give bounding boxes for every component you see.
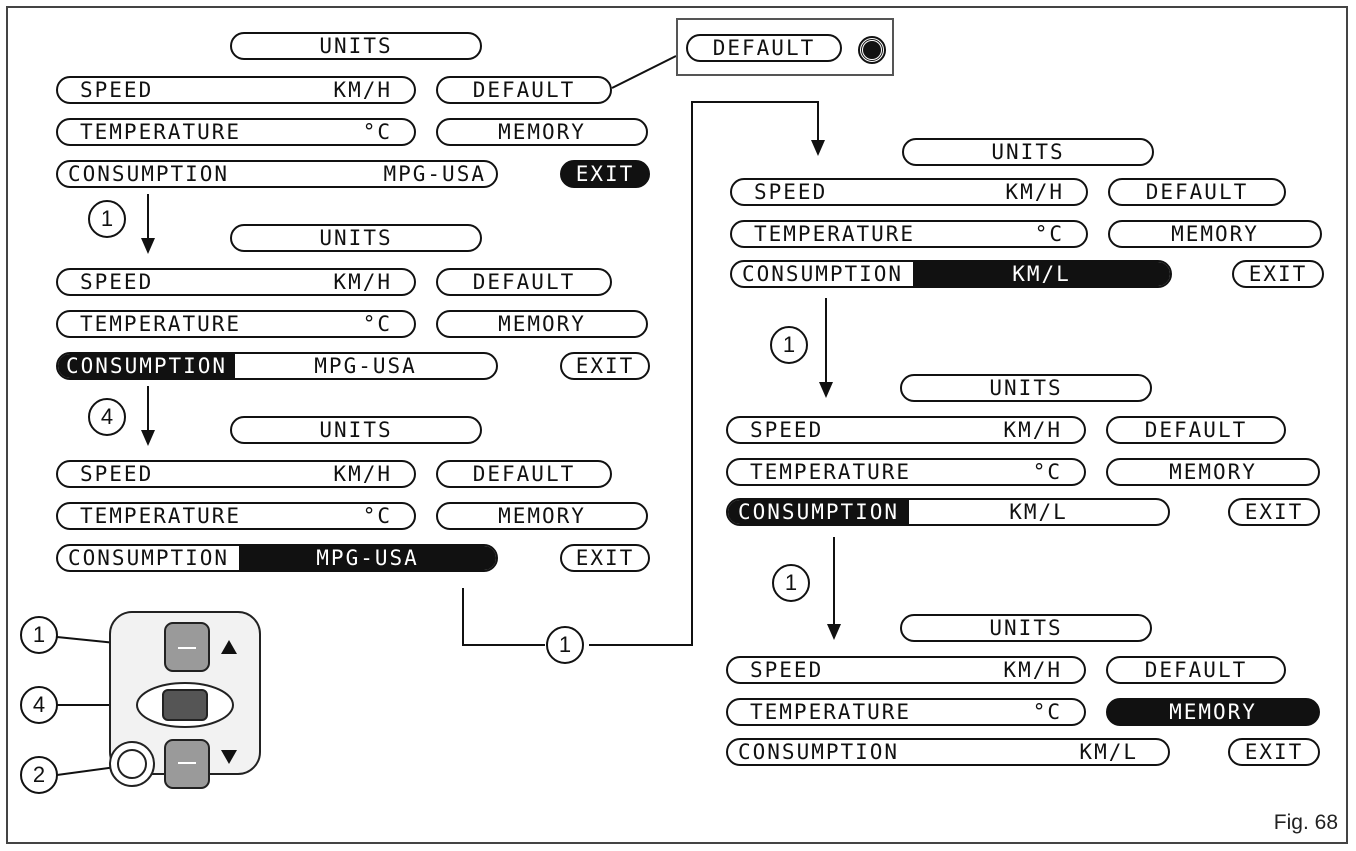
memory-button[interactable]: MEMORY — [1108, 220, 1322, 248]
arrowhead-right-1 — [819, 382, 833, 398]
step-circle-1: 1 — [546, 626, 584, 664]
callout-default-button: DEFAULT — [686, 34, 842, 62]
arrowhead-right-2 — [827, 624, 841, 640]
exit-button[interactable]: EXIT — [560, 352, 650, 380]
step-circle-1: 1 — [772, 564, 810, 602]
temperature-row[interactable]: TEMPERATURE°C — [56, 310, 416, 338]
path-left-segment — [462, 588, 545, 646]
arrowhead-right-0 — [811, 140, 825, 156]
consumption-value: MPG-USA — [314, 354, 417, 378]
consumption-row[interactable]: CONSUMPTION KM/L — [726, 498, 1170, 526]
button-label-4: 4 — [20, 686, 58, 724]
default-button[interactable]: DEFAULT — [1108, 178, 1286, 206]
memory-button[interactable]: MEMORY — [436, 502, 648, 530]
button-label-1: 1 — [20, 616, 58, 654]
default-button[interactable]: DEFAULT — [436, 460, 612, 488]
temperature-row[interactable]: TEMPERATURE°C — [730, 220, 1088, 248]
default-button[interactable]: DEFAULT — [1106, 416, 1286, 444]
exit-button[interactable]: EXIT — [560, 160, 650, 188]
callout-pointer — [611, 55, 677, 89]
default-button[interactable]: DEFAULT — [1106, 656, 1286, 684]
units-title: UNITS — [900, 374, 1152, 402]
figure-caption: Fig. 68 — [1273, 811, 1338, 834]
units-title: UNITS — [230, 416, 482, 444]
memory-button[interactable]: MEMORY — [436, 118, 648, 146]
units-title: UNITS — [230, 32, 482, 60]
down-triangle-icon — [221, 750, 237, 764]
step-circle-4: 4 — [88, 398, 126, 436]
exit-button[interactable]: EXIT — [560, 544, 650, 572]
step-circle-1: 1 — [88, 200, 126, 238]
consumption-row[interactable]: CONSUMPTION KM/L — [730, 260, 1172, 288]
path-right-segment — [589, 101, 819, 646]
units-title: UNITS — [902, 138, 1154, 166]
figure-frame — [6, 6, 1348, 844]
default-button[interactable]: DEFAULT — [436, 76, 612, 104]
units-title: UNITS — [230, 224, 482, 252]
handlebar-arrows — [221, 640, 237, 764]
selected-dot-icon — [858, 36, 886, 64]
consumption-label-selected: CONSUMPTION — [728, 500, 910, 524]
step-circle-1: 1 — [770, 326, 808, 364]
consumption-label: CONSUMPTION — [68, 546, 230, 570]
up-triangle-icon — [221, 640, 237, 654]
exit-button[interactable]: EXIT — [1232, 260, 1324, 288]
temperature-row[interactable]: TEMPERATURE°C — [56, 118, 416, 146]
exit-button[interactable]: EXIT — [1228, 738, 1320, 766]
handlebar-switch — [109, 611, 261, 789]
consumption-label: CONSUMPTION — [742, 262, 904, 286]
consumption-value: KM/L — [1009, 500, 1068, 524]
memory-button[interactable]: MEMORY — [436, 310, 648, 338]
temperature-row[interactable]: TEMPERATURE°C — [726, 698, 1086, 726]
memory-button[interactable]: MEMORY — [1106, 458, 1320, 486]
memory-button-selected[interactable]: MEMORY — [1106, 698, 1320, 726]
consumption-row[interactable]: CONSUMPTION MPG-USA — [56, 544, 498, 572]
exit-button[interactable]: EXIT — [1228, 498, 1320, 526]
default-button[interactable]: DEFAULT — [436, 268, 612, 296]
arrowhead-left-2 — [141, 430, 155, 446]
units-title: UNITS — [900, 614, 1152, 642]
consumption-label-selected: CONSUMPTION — [58, 354, 236, 378]
consumption-value-selected: KM/L — [913, 262, 1170, 286]
arrowhead-left-1 — [141, 238, 155, 254]
default-callout: DEFAULT — [676, 18, 894, 76]
button-label-2: 2 — [20, 756, 58, 794]
temperature-row[interactable]: TEMPERATURE°C — [56, 502, 416, 530]
consumption-value-selected: MPG-USA — [239, 546, 496, 570]
temperature-row[interactable]: TEMPERATURE°C — [726, 458, 1086, 486]
consumption-row[interactable]: CONSUMPTION MPG-USA — [56, 352, 498, 380]
